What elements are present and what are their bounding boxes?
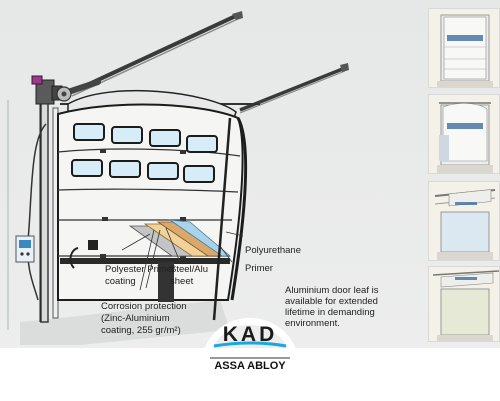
label-primer: Primer — [245, 263, 273, 274]
right-track — [239, 63, 349, 114]
right-vertical-rail — [212, 117, 232, 321]
spring-shaft — [56, 79, 101, 102]
label-zinc-aluminium: (Zinc-Aluminium — [101, 313, 170, 324]
label-sheet: sheet — [170, 276, 194, 287]
callout-leaders — [121, 227, 244, 291]
left-vertical-rail — [39, 99, 59, 323]
pull-rope — [69, 247, 79, 269]
door-standard-lift-icon — [429, 95, 499, 173]
thumbnail-closed-door — [428, 8, 500, 88]
label-corrosion-protection: Corrosion protection — [101, 301, 187, 312]
label-polyurethane: Polyurethane — [245, 245, 301, 256]
door-closed-icon — [429, 9, 499, 87]
label-steel-alu: Steel/Alu — [170, 264, 209, 275]
operator-motor — [31, 75, 63, 105]
door-open-icon — [429, 267, 499, 341]
floor-shadow — [20, 300, 230, 345]
bottom-rail — [60, 258, 230, 264]
label-polyester-primer: Polyester Primer — [105, 264, 176, 275]
footer-area — [0, 348, 500, 401]
thumbnail-high-lift — [428, 181, 500, 261]
panel-cutaway — [128, 219, 232, 257]
control-box — [15, 235, 35, 263]
control-cable — [26, 123, 47, 301]
logo-wordmark: KAD — [222, 323, 278, 346]
sectional-door-illustration — [7, 11, 349, 345]
label-coating-weight: coating, 255 gr/m²) — [101, 325, 181, 336]
door-high-lift-icon — [429, 182, 499, 260]
door-lock — [88, 240, 98, 250]
window-row-upper — [73, 123, 218, 153]
window-row-lower — [71, 159, 215, 183]
thumbnail-open-door — [428, 266, 500, 342]
logo-subtitle: ASSA ABLOY — [214, 360, 286, 372]
thumbnail-standard-lift — [428, 94, 500, 174]
aluminium-note: Aluminium door leaf is available for ext… — [285, 285, 379, 329]
bottom-bracket — [158, 262, 174, 302]
label-polyester-coating: coating — [105, 276, 136, 287]
